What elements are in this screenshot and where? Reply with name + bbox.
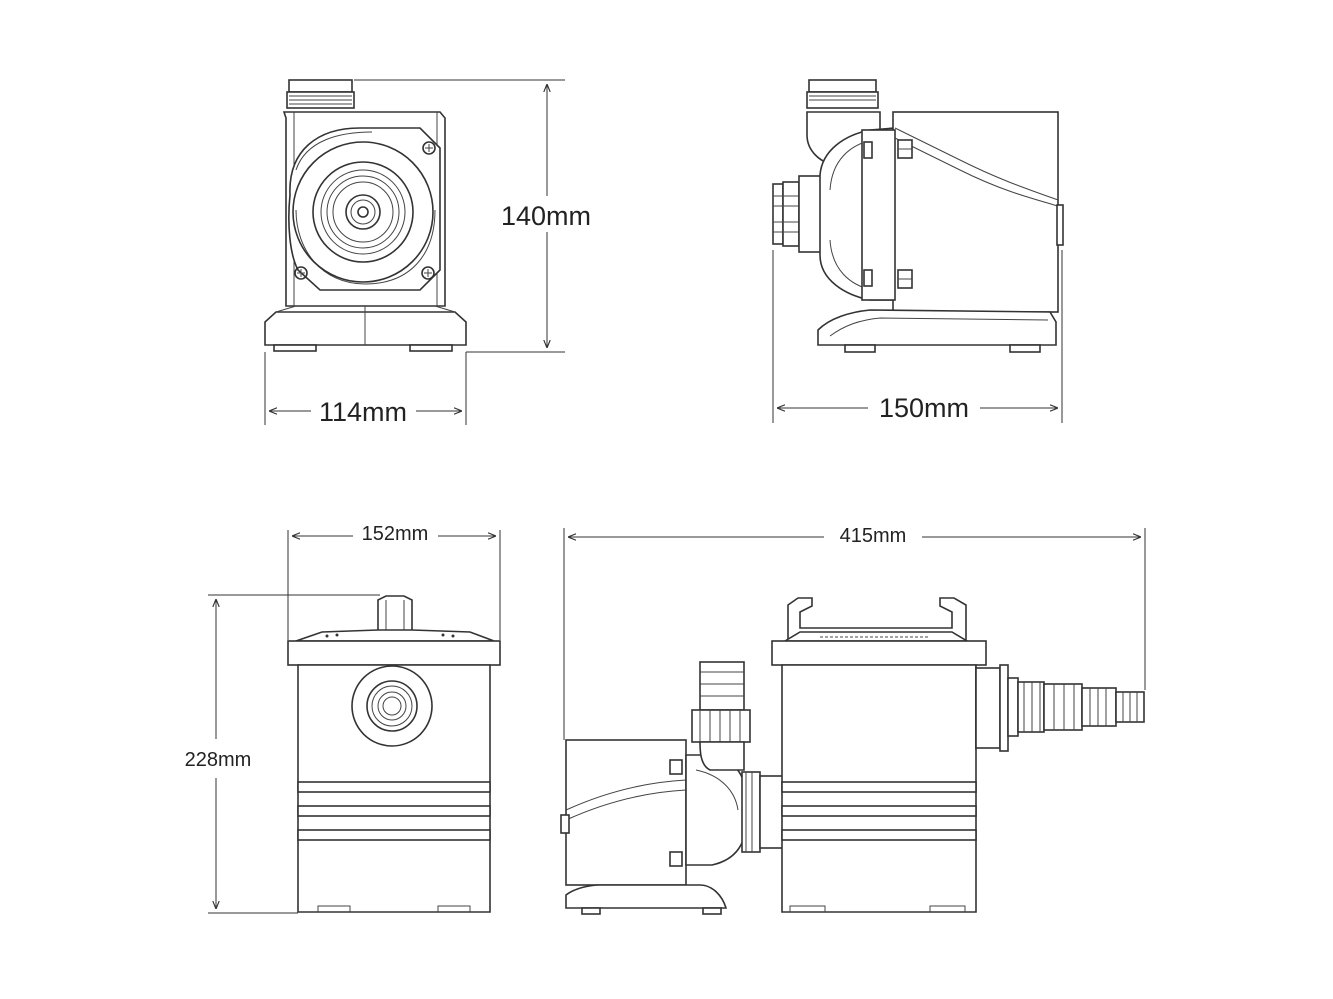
label-140mm: 140mm — [501, 201, 591, 231]
width-dimension-114: 114mm — [264, 352, 467, 427]
length-dimension-415: 415mm — [563, 525, 1146, 740]
pump-front-view — [264, 79, 467, 352]
filter-front-view — [287, 595, 501, 913]
depth-dimension-150: 150mm — [772, 250, 1063, 423]
label-150mm: 150mm — [879, 393, 969, 423]
label-415mm: 415mm — [840, 525, 907, 547]
label-228mm: 228mm — [185, 749, 252, 771]
pump-side-view — [772, 79, 1064, 353]
height-dimension-228: 228mm — [185, 594, 380, 914]
height-dimension-140: 140mm — [354, 79, 591, 353]
width-dimension-152: 152mm — [287, 523, 501, 640]
assembly-side-view — [560, 597, 1145, 915]
label-114mm: 114mm — [319, 397, 407, 427]
label-152mm: 152mm — [362, 523, 429, 545]
